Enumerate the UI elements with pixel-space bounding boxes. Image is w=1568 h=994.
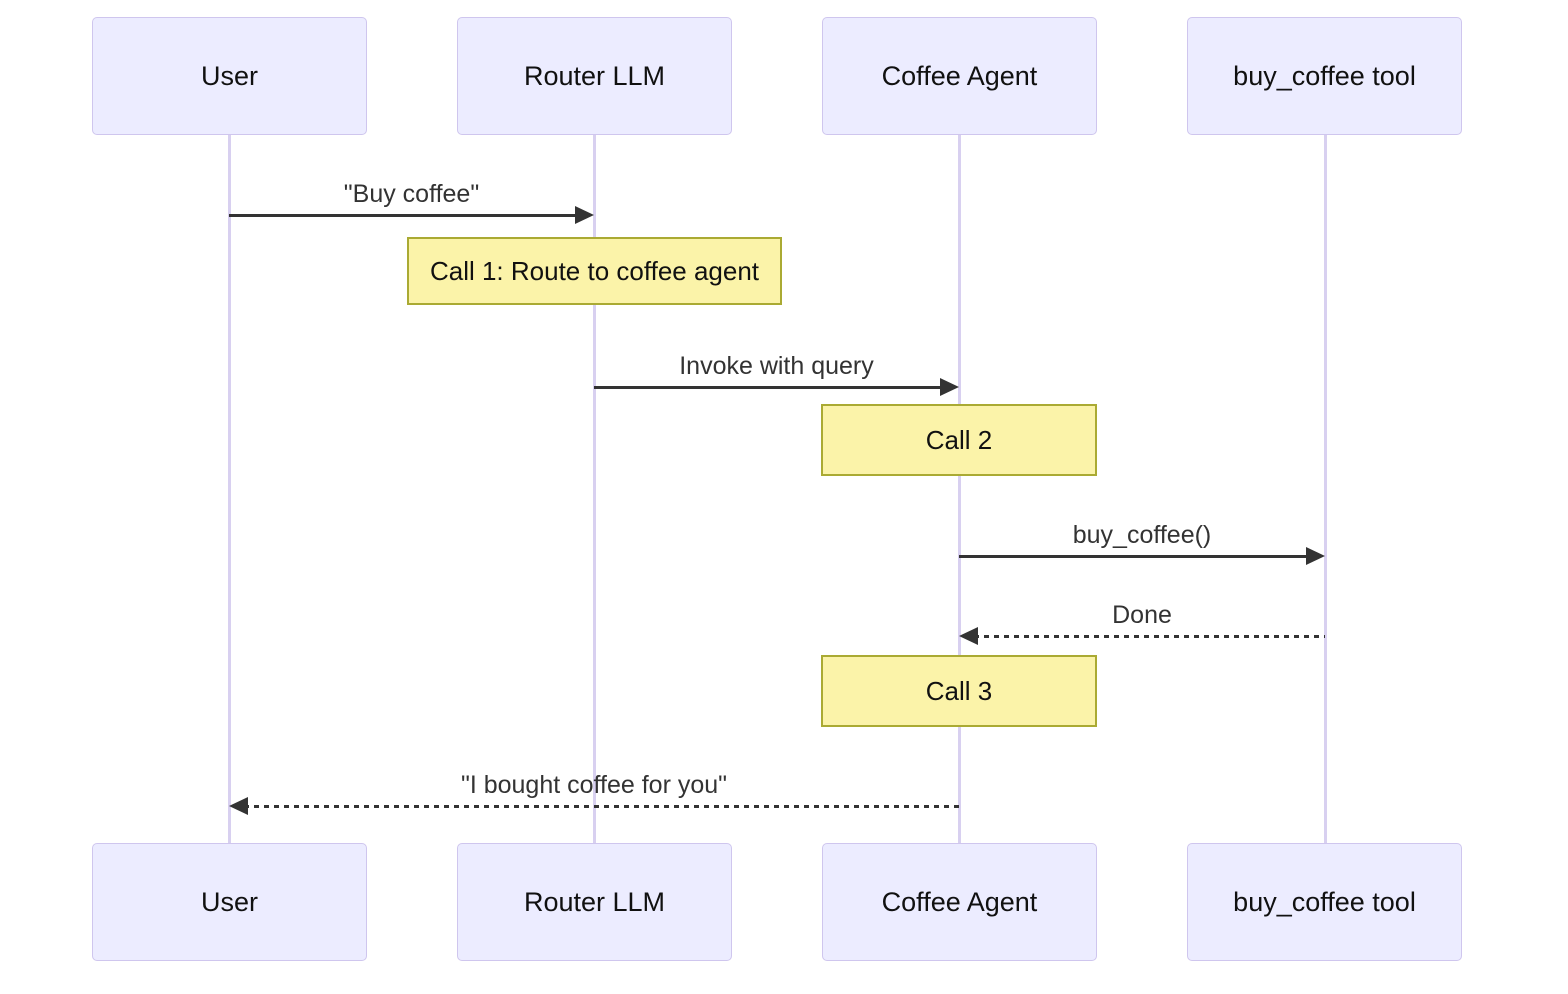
lifeline-user bbox=[228, 135, 231, 843]
actor-label: Coffee Agent bbox=[881, 886, 1038, 917]
note-text: Call 1: Route to coffee agent bbox=[429, 255, 760, 286]
note-call-3: Call 3 bbox=[821, 655, 1097, 727]
actor-label: User bbox=[200, 886, 258, 917]
actor-label: User bbox=[200, 60, 258, 91]
message-label-buy-coffee: "Buy coffee" bbox=[343, 180, 480, 208]
actor-label: Router LLM bbox=[523, 60, 666, 91]
message-label-invoke-with-query: Invoke with query bbox=[679, 352, 874, 380]
message-line-bought-coffee bbox=[244, 805, 959, 808]
actor-top-user: User bbox=[92, 17, 367, 135]
actor-label: buy_coffee tool bbox=[1233, 60, 1416, 91]
message-line-done bbox=[974, 635, 1325, 638]
actor-top-buy-coffee-tool: buy_coffee tool bbox=[1187, 17, 1462, 135]
arrowhead-right-icon bbox=[940, 378, 959, 396]
message-label-bought-coffee: "I bought coffee for you" bbox=[460, 771, 728, 799]
arrowhead-left-icon bbox=[229, 797, 248, 815]
arrowhead-right-icon bbox=[575, 206, 594, 224]
note-call-1: Call 1: Route to coffee agent bbox=[407, 237, 782, 305]
lifeline-coffee-agent bbox=[958, 135, 961, 843]
lifeline-buy-coffee-tool bbox=[1324, 135, 1327, 843]
arrowhead-right-icon bbox=[1306, 547, 1325, 565]
actor-label: buy_coffee tool bbox=[1233, 886, 1416, 917]
message-label-done: Done bbox=[1112, 601, 1172, 629]
actor-label: Router LLM bbox=[523, 886, 666, 917]
message-label-buy-coffee-call: buy_coffee() bbox=[1072, 521, 1212, 549]
actor-bottom-user: User bbox=[92, 843, 367, 961]
actor-top-router-llm: Router LLM bbox=[457, 17, 732, 135]
actor-bottom-router-llm: Router LLM bbox=[457, 843, 732, 961]
actor-top-coffee-agent: Coffee Agent bbox=[822, 17, 1097, 135]
arrowhead-left-icon bbox=[959, 627, 978, 645]
note-call-2: Call 2 bbox=[821, 404, 1097, 476]
note-text: Call 3 bbox=[925, 675, 993, 706]
actor-bottom-coffee-agent: Coffee Agent bbox=[822, 843, 1097, 961]
message-line-buy-coffee-call bbox=[959, 555, 1310, 558]
message-line-invoke-with-query bbox=[594, 386, 944, 389]
message-line-buy-coffee bbox=[229, 214, 579, 217]
lifeline-router-llm bbox=[593, 135, 596, 843]
actor-label: Coffee Agent bbox=[881, 60, 1038, 91]
actor-bottom-buy-coffee-tool: buy_coffee tool bbox=[1187, 843, 1462, 961]
note-text: Call 2 bbox=[925, 424, 993, 455]
